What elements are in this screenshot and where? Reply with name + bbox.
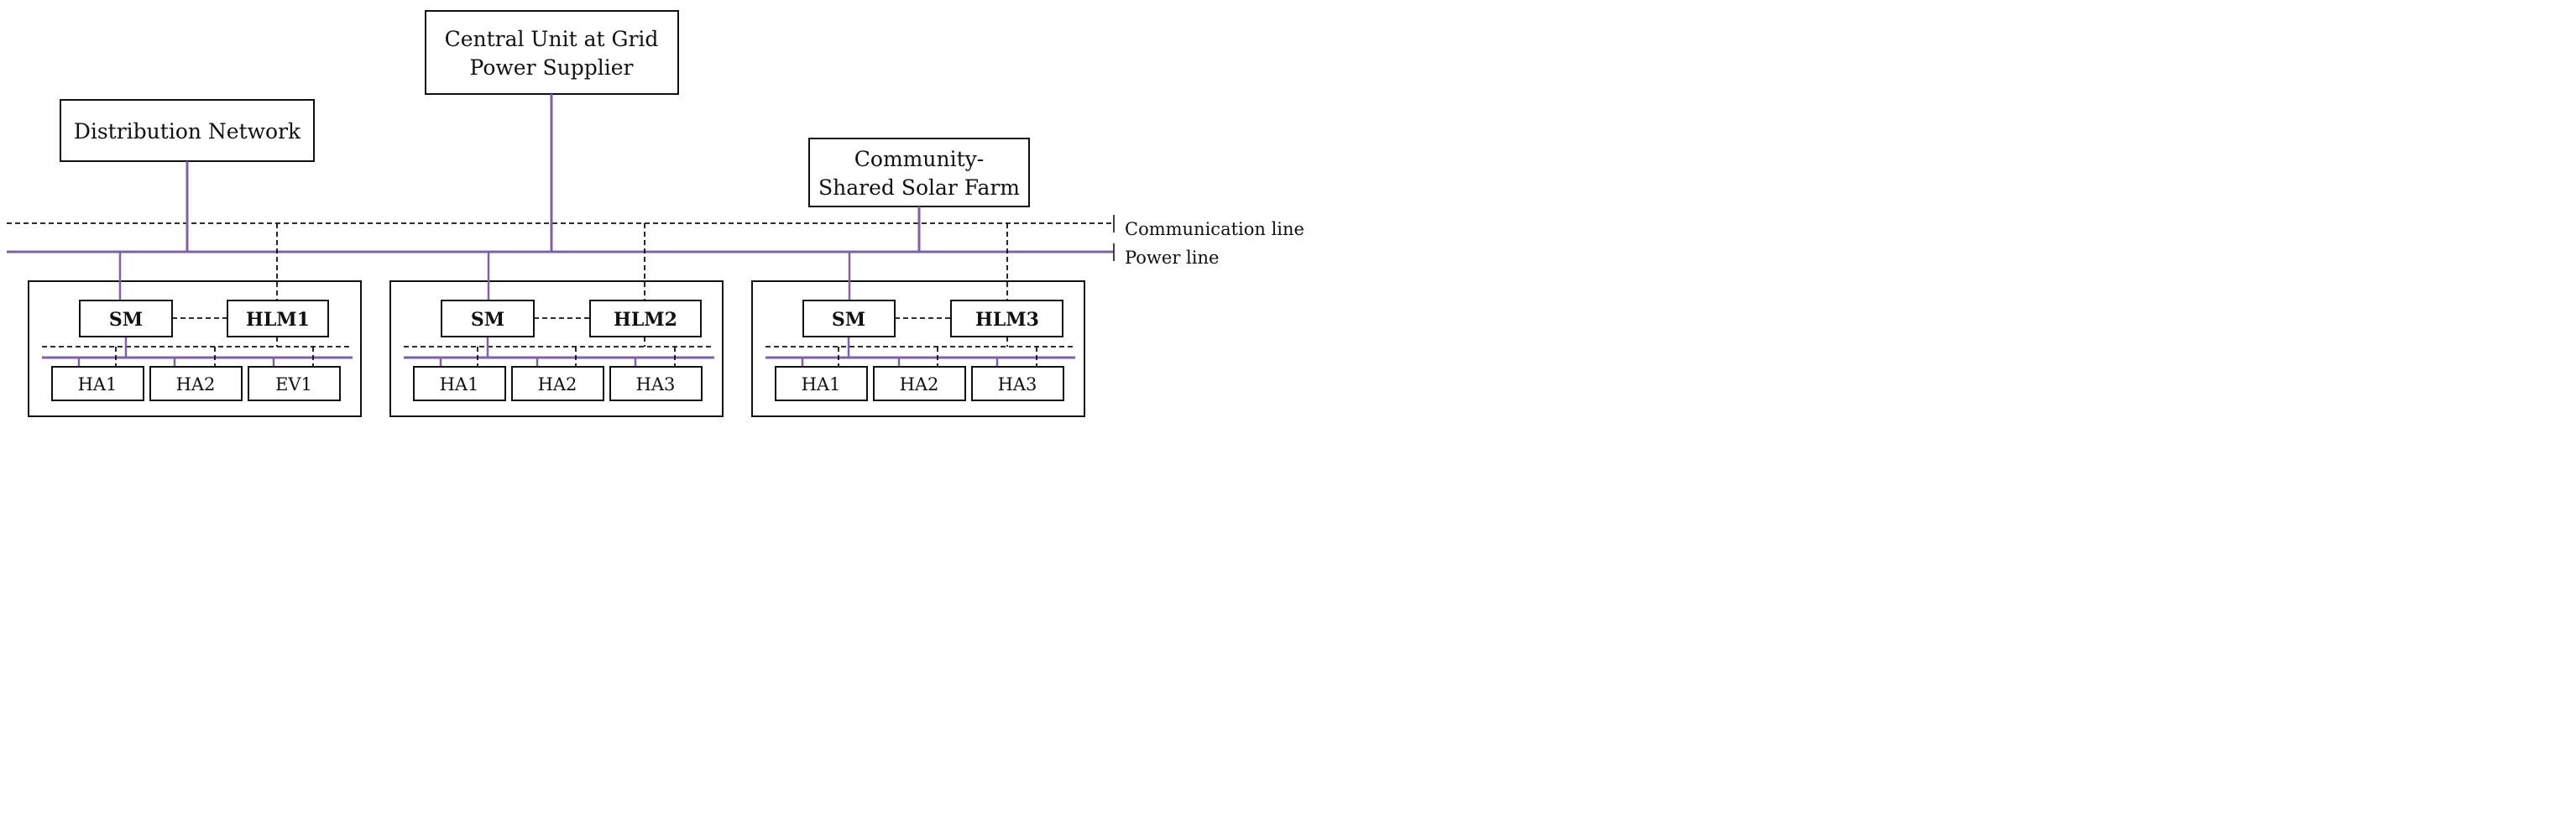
solar-farm-label-line2: Shared Solar Farm [818,175,1020,200]
home-3-appliance-3 [971,366,1064,401]
solar-farm-label-line1: Community- [854,147,984,171]
home-2-appliance-3 [609,366,703,401]
central-unit-label-line1: Central Unit at Grid [445,27,659,51]
home-2-appliance-2-label: HA2 [538,374,577,394]
home-3-appliance-3-label: HA3 [998,374,1037,394]
home-1-appliance-1-label: HA1 [78,374,118,394]
home-3-appliance-1 [775,366,868,401]
home-2-appliance-2 [511,366,604,401]
home-3-smart-meter-label: SM [832,309,865,331]
home-2-appliance-1 [413,366,506,401]
home-3-smart-meter [802,300,896,337]
home-3-appliance-1-label: HA1 [802,374,841,394]
home-1-appliance-1 [51,366,144,401]
home-2-hlm-label: HLM2 [614,309,677,331]
home-1-appliance-3 [248,366,341,401]
home-1-hlm-label: HLM1 [246,309,310,331]
home-3: SM HLM3 HA1 HA2 HA3 [751,223,1085,417]
legend: Communication line Power line [1113,215,1304,268]
home-2-appliance-1-label: HA1 [440,374,479,394]
home-3-hlm-label: HLM3 [975,309,1039,331]
home-3-appliance-2 [873,366,966,401]
home-1: SM HLM1 HA1 HA2 EV1 [28,223,362,417]
solar-farm: Community- Shared Solar Farm [808,138,1030,207]
home-2-smart-meter [441,300,535,337]
distribution-network-label: Distribution Network [74,119,301,144]
home-2-appliance-3-label: HA3 [636,374,676,394]
home-3-hlm [950,300,1063,337]
communication-line-label: Communication line [1125,219,1304,239]
central-unit: Central Unit at Grid Power Supplier [425,10,679,95]
smart-grid-diagram: Central Unit at Grid Power Supplier Dist… [7,10,1304,417]
central-unit-label-line2: Power Supplier [470,55,634,80]
home-1-appliance-2 [149,366,243,401]
home-1-appliance-3-label: EV1 [275,374,312,394]
distribution-network: Distribution Network [60,99,315,162]
home-1-appliance-2-label: HA2 [176,374,216,394]
home-1-hlm [227,300,329,337]
home-1-smart-meter [79,300,173,337]
home-1-smart-meter-label: SM [109,309,143,331]
home-2-smart-meter-label: SM [471,309,504,331]
power-line-label: Power line [1125,248,1219,268]
home-2-hlm [589,300,702,337]
home-3-appliance-2-label: HA2 [900,374,939,394]
home-2: SM HLM2 HA1 HA2 HA3 [389,223,724,417]
